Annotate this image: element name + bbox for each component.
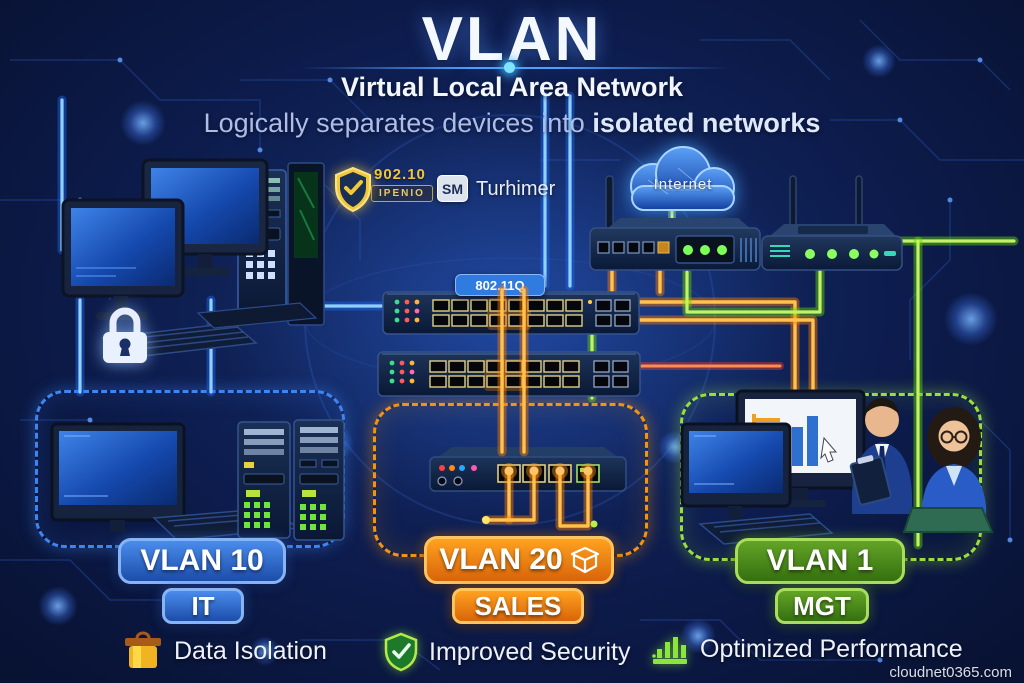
gold-shield-check-icon — [335, 166, 371, 213]
bar-chart-icon — [652, 637, 687, 664]
standard-caption-label: IPENIO — [371, 185, 433, 202]
divider-dot — [504, 62, 515, 73]
vlan1-label-pill: VLAN 1 — [735, 538, 905, 584]
it-zone-devices-illustration — [50, 419, 345, 541]
open-box-icon — [570, 546, 599, 574]
watermark: cloudnet0365.com — [889, 664, 1012, 681]
core-switch-1-illustration — [382, 291, 640, 335]
cloud-icon — [608, 144, 758, 224]
standard-number-label: 902.10 — [374, 166, 426, 183]
core-switch-2-illustration — [377, 351, 641, 397]
sales-access-switch-illustration — [429, 447, 627, 492]
sm-logo-badge: SM — [437, 175, 468, 202]
title-divider — [300, 67, 730, 69]
router-firewall-illustration — [589, 175, 761, 271]
shield-check-icon — [384, 632, 418, 672]
it-workstations-illustration — [61, 158, 325, 359]
cable-glow-dots — [482, 463, 598, 528]
wireless-router-illustration — [761, 175, 903, 271]
vlan10-label-pill: VLAN 10 — [118, 538, 286, 584]
tagline-prefix: Logically separates devices into — [203, 108, 593, 138]
mgt-staff-illustration — [849, 397, 994, 533]
vlan20-label-text: VLAN 20 — [439, 543, 563, 576]
vlan20-dept-pill: SALES — [452, 588, 584, 624]
benefit-optimized-performance: Optimized Performance — [650, 632, 963, 666]
sm-logo-caption: Turhimer — [476, 178, 556, 200]
internet-label: Internet — [653, 176, 713, 193]
vlan1-dept-pill: MGT — [775, 588, 869, 624]
padlock-icon — [103, 307, 147, 363]
tagline-bold: isolated networks — [592, 108, 821, 138]
vlan10-dept-pill: IT — [162, 588, 244, 624]
benefit-label: Data Isolation — [174, 636, 327, 665]
benefit-label: Optimized Performance — [700, 634, 963, 663]
vlan20-label-pill: VLAN 20 — [424, 536, 614, 584]
tagline: Logically separates devices into isolate… — [0, 108, 1024, 139]
box-icon — [125, 631, 161, 668]
page-subtitle: Virtual Local Area Network — [340, 72, 684, 102]
benefit-data-isolation: Data Isolation — [122, 631, 327, 670]
benefit-improved-security: Improved Security — [383, 632, 630, 672]
benefit-label: Improved Security — [429, 637, 631, 666]
mgt-workstations-illustration — [680, 389, 866, 545]
